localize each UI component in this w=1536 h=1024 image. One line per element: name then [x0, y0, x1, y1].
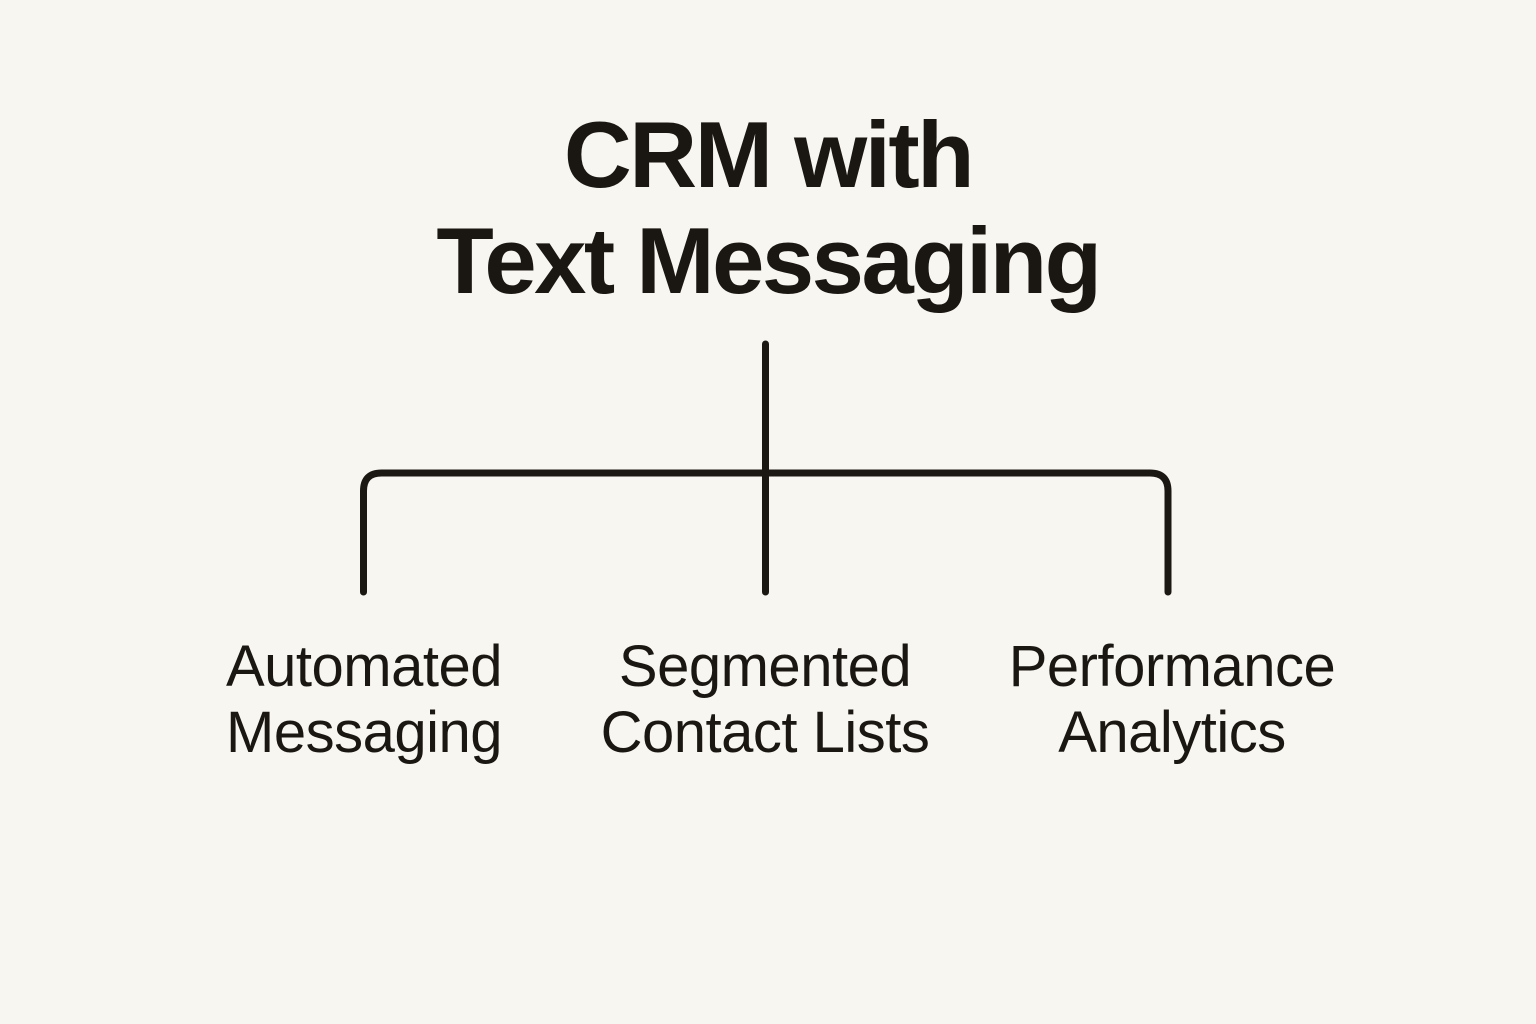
branch-label-line: Contact Lists — [600, 700, 930, 765]
diagram-title-line2: Text Messaging — [436, 208, 1102, 313]
branch-label-line: Segmented — [618, 634, 912, 699]
branch-label-segmented-contact-lists: Segmented Contact Lists — [535, 634, 995, 766]
diagram-title-line1: CRM with — [563, 102, 975, 207]
branch-label-performance-analytics: Performance Analytics — [942, 634, 1402, 766]
branch-label-line: Messaging — [226, 700, 502, 765]
branch-label-line: Analytics — [1058, 700, 1286, 765]
branch-label-automated-messaging: Automated Messaging — [134, 634, 594, 766]
diagram-title: CRM with Text Messaging — [0, 102, 1536, 314]
branch-label-line: Automated — [225, 634, 503, 699]
branch-bracket-line — [360, 469, 1172, 596]
branch-label-line: Performance — [1008, 634, 1336, 699]
